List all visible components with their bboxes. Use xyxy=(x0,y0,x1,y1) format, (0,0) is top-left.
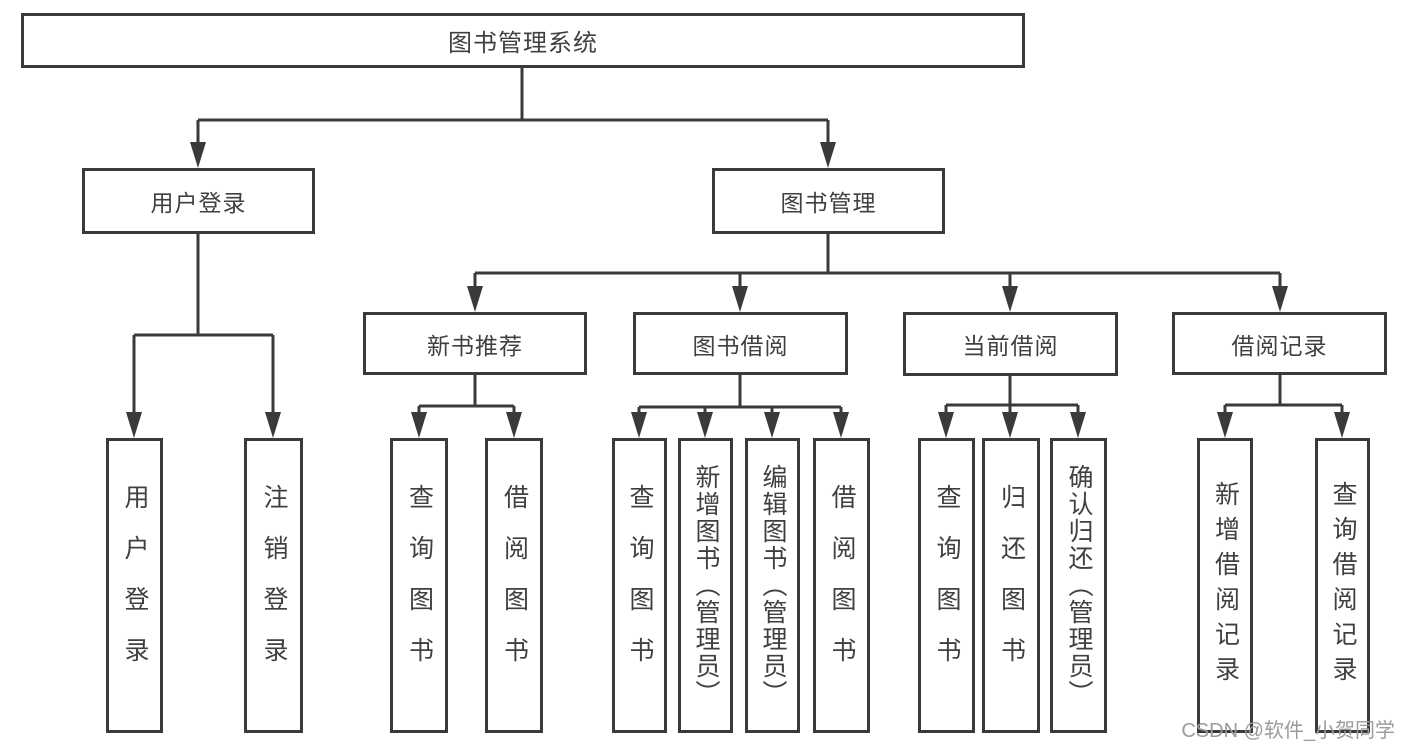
node-new-book-recommend: 新书推荐 xyxy=(363,312,587,375)
connector-line xyxy=(417,373,516,420)
arrow-down-icon xyxy=(467,286,1288,312)
arrow-down-icon xyxy=(938,412,1086,438)
leaf-confirm-return-admin: 确认归还（管理员） xyxy=(1050,438,1107,733)
connector-user-login-to-leaves xyxy=(126,232,281,438)
leaf-user-login: 用户登录 xyxy=(106,438,163,733)
leaf-label: 归还图书 xyxy=(997,483,1026,688)
connector-borrow-record-to-leaves xyxy=(1217,375,1350,438)
leaf-label: 查询图书 xyxy=(405,483,434,688)
leaf-label: 借阅图书 xyxy=(828,483,856,688)
connector-new-book-recommend-to-leaves xyxy=(411,373,522,438)
leaf-query-book-current: 查询图书 xyxy=(918,438,975,733)
leaf-label: 新增图书（管理员） xyxy=(692,464,720,707)
arrow-down-icon xyxy=(631,412,849,438)
leaf-label: 查询图书 xyxy=(626,483,654,688)
connector-line xyxy=(1223,375,1344,420)
leaf-label: 注销登录 xyxy=(260,483,288,688)
leaf-label: 确认归还（管理员） xyxy=(1065,464,1093,707)
arrow-down-icon xyxy=(411,412,522,438)
connector-line xyxy=(196,66,830,150)
leaf-query-borrow-record: 查询借阅记录 xyxy=(1315,438,1370,733)
leaf-borrow-book: 借阅图书 xyxy=(813,438,870,733)
connector-line xyxy=(637,373,843,420)
leaf-label: 新增借阅记录 xyxy=(1211,480,1240,691)
arrow-down-icon xyxy=(190,142,836,168)
leaf-label: 查询借阅记录 xyxy=(1329,480,1357,691)
leaf-edit-book-admin: 编辑图书（管理员） xyxy=(745,438,800,733)
leaf-label: 借阅图书 xyxy=(500,483,529,688)
leaf-query-book-borrow: 查询图书 xyxy=(612,438,667,733)
node-borrow-record: 借阅记录 xyxy=(1172,312,1387,375)
leaf-query-book-recommend: 查询图书 xyxy=(390,438,448,733)
leaf-borrow-book-recommend: 借阅图书 xyxy=(485,438,543,733)
connector-root-to-level2 xyxy=(190,66,836,168)
leaf-return-book: 归还图书 xyxy=(982,438,1040,733)
connector-book-borrow-to-leaves xyxy=(631,373,849,438)
node-user-login: 用户登录 xyxy=(82,168,315,234)
arrow-down-icon xyxy=(126,412,281,438)
arrow-down-icon xyxy=(1217,412,1350,438)
leaf-label: 查询图书 xyxy=(933,483,961,688)
leaf-add-book-admin: 新增图书（管理员） xyxy=(678,438,733,733)
node-current-borrow: 当前借阅 xyxy=(903,312,1118,376)
node-library-system: 图书管理系统 xyxy=(21,13,1025,68)
connector-line xyxy=(473,232,1282,295)
node-book-management: 图书管理 xyxy=(712,168,945,234)
connector-book-management-to-level3 xyxy=(467,232,1288,312)
connector-current-borrow-to-leaves xyxy=(938,376,1086,438)
csdn-watermark: CSDN @软件_小贺同学 xyxy=(1181,720,1395,742)
leaf-label: 编辑图书（管理员） xyxy=(759,464,787,707)
connector-line xyxy=(132,232,275,420)
node-book-borrow: 图书借阅 xyxy=(633,312,848,375)
leaf-label: 用户登录 xyxy=(121,483,149,688)
leaf-logout-login: 注销登录 xyxy=(244,438,303,733)
leaf-add-borrow-record: 新增借阅记录 xyxy=(1197,438,1253,733)
